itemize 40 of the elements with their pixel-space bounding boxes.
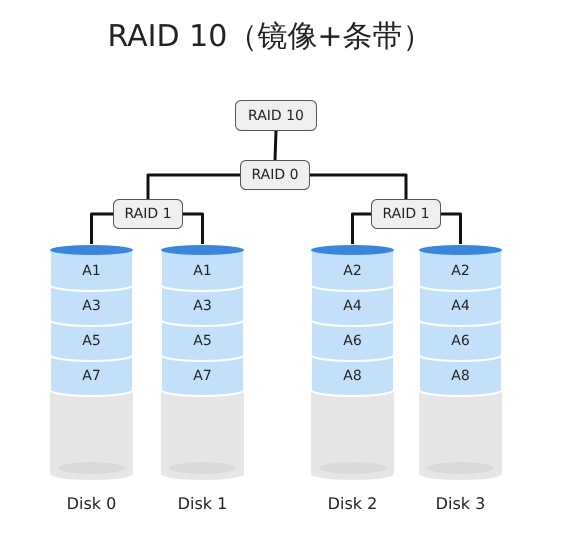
block-label: A4	[450, 296, 471, 314]
block-label: A7	[192, 366, 213, 384]
block-label: A1	[192, 262, 213, 280]
block-label: A4	[342, 296, 363, 314]
block-label: A8	[342, 366, 363, 384]
raid-level-box	[235, 100, 317, 131]
raid-level-box	[113, 199, 183, 229]
raid-level-box	[371, 199, 441, 229]
title: RAID 10（镜像+条带）	[106, 18, 434, 56]
block-label: A5	[81, 332, 102, 350]
block-label: A2	[342, 262, 363, 280]
connector-line	[274, 130, 278, 160]
box-label: RAID 0	[251, 167, 298, 183]
block-label: A3	[81, 296, 102, 314]
connector-line	[310, 174, 408, 199]
connector-line	[183, 212, 204, 244]
disk-cylinder	[161, 244, 244, 480]
block-label: A8	[450, 366, 471, 384]
disk-cylinder	[419, 244, 502, 480]
connector-line	[146, 174, 240, 199]
box-label: RAID 1	[382, 206, 430, 222]
disk-cylinder	[50, 244, 133, 480]
disk-label: Disk 3	[434, 494, 486, 513]
disk-label: Disk 2	[326, 494, 378, 513]
connector-line	[441, 212, 462, 244]
box-label: RAID 1	[124, 206, 172, 222]
disk-label: Disk 0	[66, 494, 118, 513]
block-label: A1	[81, 262, 102, 280]
block-label: A6	[450, 332, 471, 350]
disk-label: Disk 1	[176, 494, 228, 513]
raid-level-box	[240, 160, 310, 190]
connector-line	[90, 212, 113, 244]
block-label: A5	[192, 332, 213, 350]
block-label: A2	[450, 262, 471, 280]
disk-cylinder	[311, 244, 394, 480]
block-label: A6	[342, 332, 363, 350]
block-label: A3	[192, 296, 213, 314]
block-label: A7	[81, 366, 102, 384]
box-label: RAID 10	[248, 108, 304, 124]
connector-line	[351, 212, 371, 244]
